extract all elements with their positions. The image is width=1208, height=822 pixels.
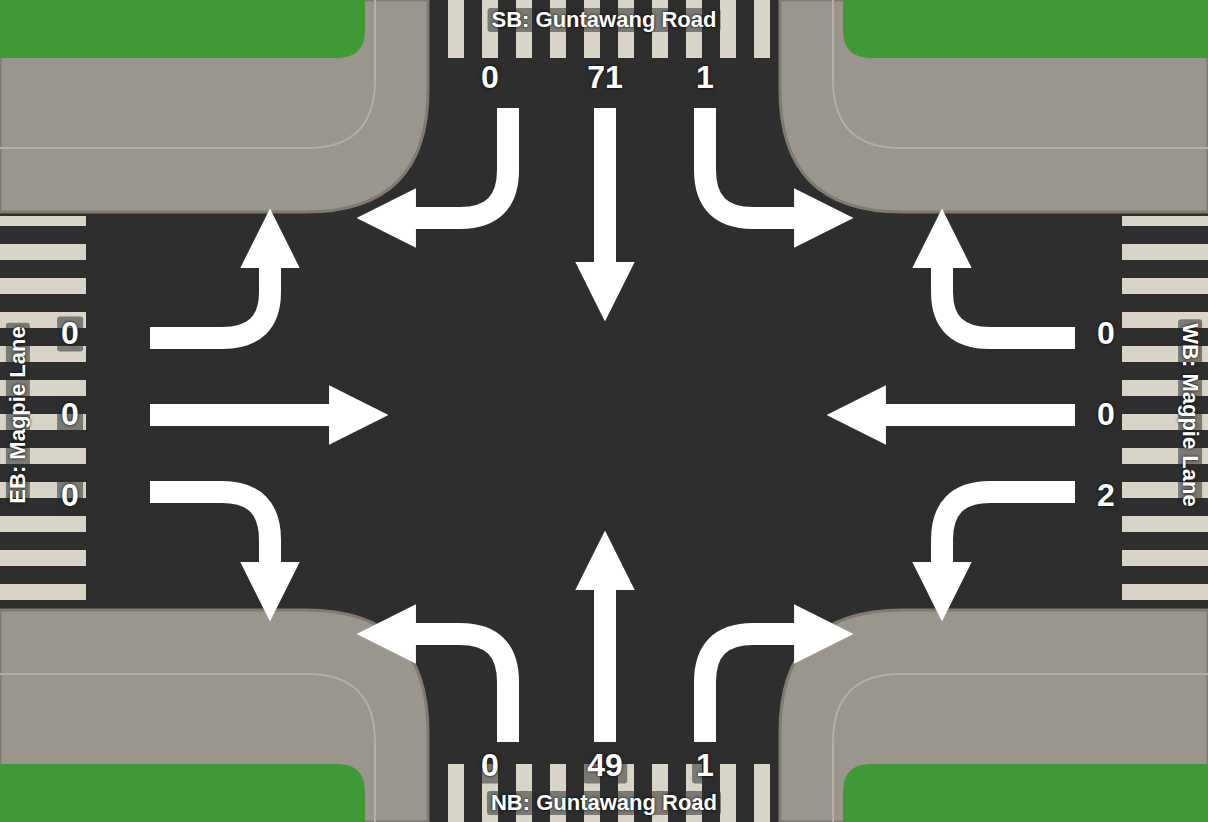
crosswalk bbox=[0, 216, 86, 608]
crosswalk bbox=[432, 0, 776, 58]
volume-count: 2 bbox=[1093, 478, 1119, 513]
approach-name: EB: Magpie Lane bbox=[6, 322, 30, 507]
volume-count: 0 bbox=[1093, 316, 1119, 351]
volume-count: 0 bbox=[477, 748, 503, 783]
approach-name: SB: Guntawang Road bbox=[488, 8, 721, 32]
volume-count: 0 bbox=[1093, 397, 1119, 432]
lane-arrows bbox=[150, 108, 1075, 742]
volume-count: 71 bbox=[583, 60, 627, 95]
volume-count: 1 bbox=[692, 748, 718, 783]
crosswalk bbox=[1122, 216, 1208, 608]
approach-name: WB: Magpie Lane bbox=[1178, 319, 1202, 510]
volume-count: 0 bbox=[57, 478, 83, 513]
volume-count: 0 bbox=[57, 397, 83, 432]
volume-count: 49 bbox=[583, 748, 627, 783]
volume-count: 1 bbox=[692, 60, 718, 95]
volume-count: 0 bbox=[477, 60, 503, 95]
volume-count: 0 bbox=[57, 316, 83, 351]
approach-name: NB: Guntawang Road bbox=[487, 791, 721, 815]
